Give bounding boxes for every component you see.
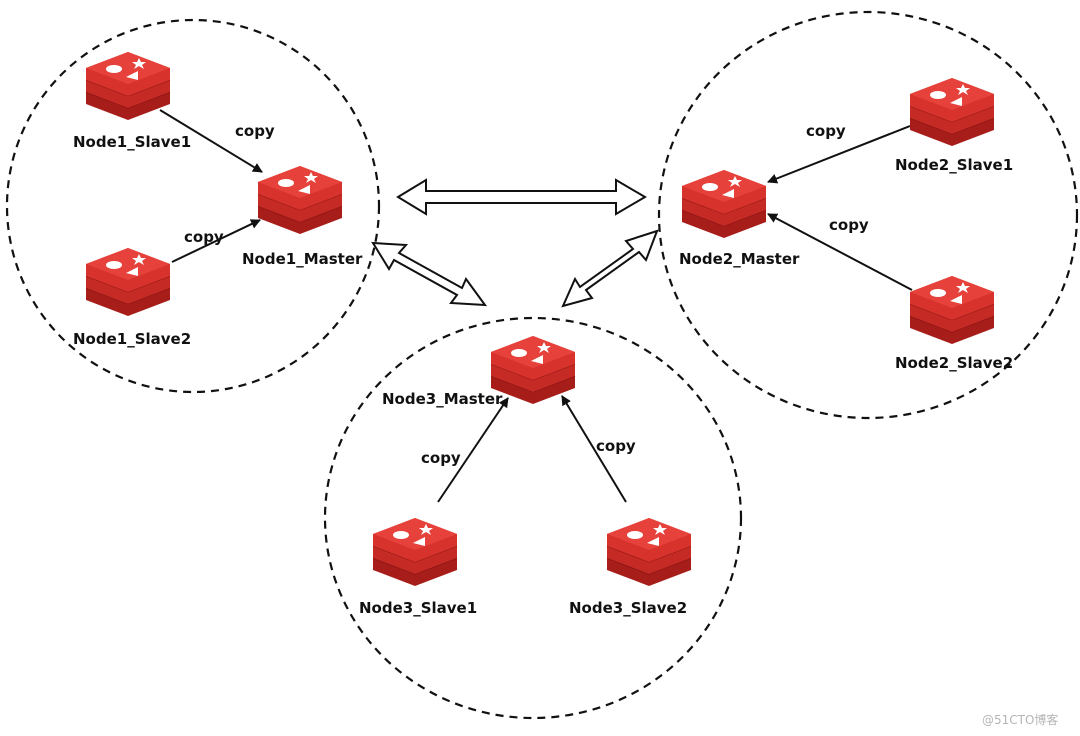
copy-arrow-node3-slave1: [437, 397, 509, 503]
copy-label: copy: [829, 216, 869, 234]
node3-slave2-label: Node3_Slave2: [569, 599, 687, 617]
node2-slave1-label: Node2_Slave1: [895, 156, 1013, 174]
redis-logo-icon: [257, 165, 343, 235]
redis-logo-icon: [606, 517, 692, 587]
copy-arrow-node3-slave2: [561, 395, 627, 503]
copy-arrow-node1-slave2: [171, 219, 261, 263]
redis-logo-icon: [909, 77, 995, 147]
copy-arrow-node1-slave1: [159, 109, 263, 173]
link-node1-node2: [396, 178, 647, 216]
node3-master-label: Node3_Master: [382, 390, 503, 408]
redis-logo-icon: [85, 51, 171, 121]
copy-label: copy: [235, 122, 275, 140]
cluster-circle-node3: [323, 316, 743, 720]
redis-logo-icon: [372, 517, 458, 587]
redis-logo-icon: [909, 275, 995, 345]
link-node1-node3: [371, 241, 488, 307]
copy-label: copy: [806, 122, 846, 140]
node2-slave2-label: Node2_Slave2: [895, 354, 1013, 372]
copy-arrow-node2-slave1: [767, 125, 911, 184]
redis-logo-icon: [681, 169, 767, 239]
copy-label: copy: [596, 437, 636, 455]
redis-logo-icon: [85, 247, 171, 317]
node3-slave1-label: Node3_Slave1: [359, 599, 477, 617]
cluster-circle-node2: [657, 10, 1079, 420]
copy-label: copy: [421, 449, 461, 467]
node1-slave2-label: Node1_Slave2: [73, 330, 191, 348]
node1-slave1-label: Node1_Slave1: [73, 133, 191, 151]
node1-master-label: Node1_Master: [242, 250, 363, 268]
cluster-circle-node1: [5, 18, 381, 394]
link-node2-node3: [561, 229, 659, 308]
watermark: @51CTO博客: [982, 712, 1058, 727]
redis-logo-icon: [490, 335, 576, 405]
copy-arrow-node2-slave2: [767, 213, 913, 291]
copy-label: copy: [184, 228, 224, 246]
node2-master-label: Node2_Master: [679, 250, 800, 268]
